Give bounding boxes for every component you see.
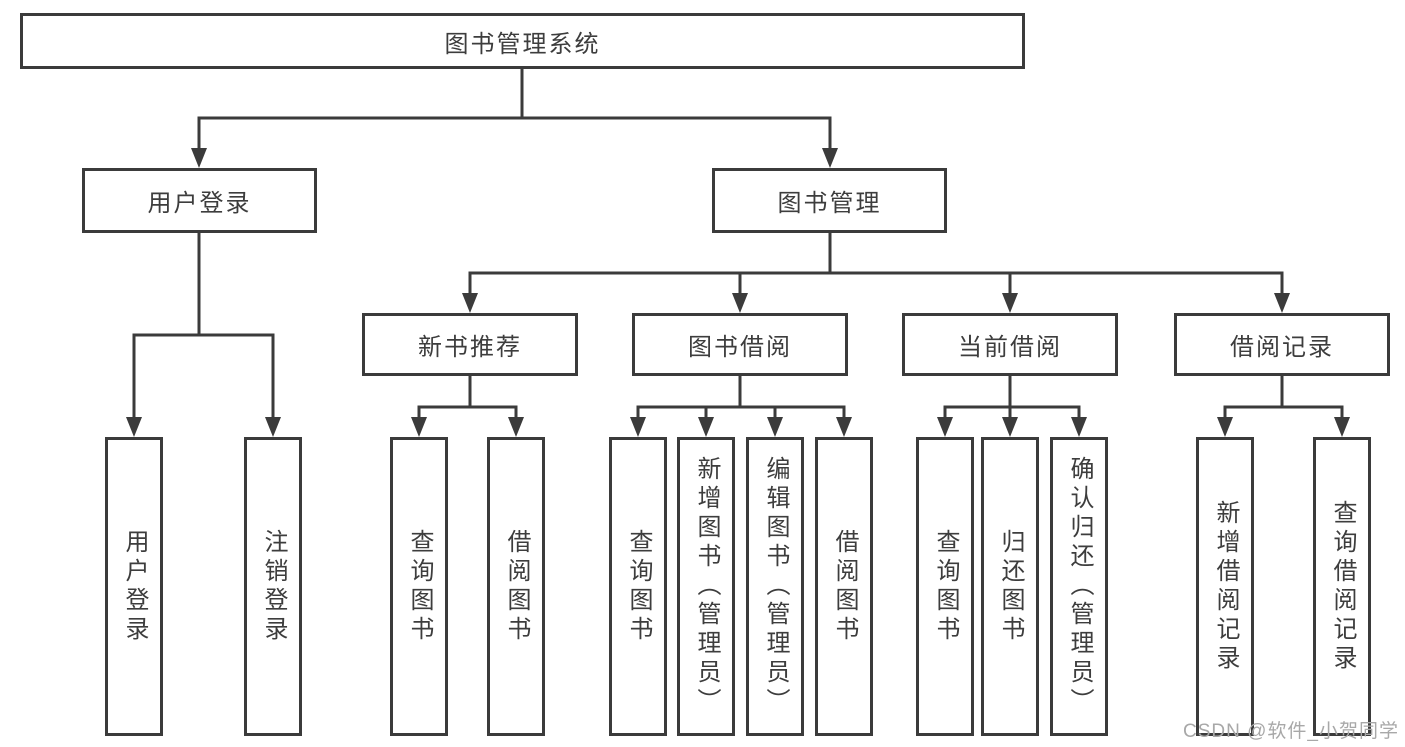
level3-branch-line [468, 271, 1284, 296]
node-label: 图书管理 [777, 190, 882, 217]
leaf-query-books-current: 查询图书 [916, 437, 974, 736]
leaf-label: 确认归还（管理员） [1066, 456, 1093, 717]
node-borrowing-records: 借阅记录 [1174, 313, 1390, 376]
node-label: 图书借阅 [688, 334, 792, 361]
node-label: 图书管理系统 [444, 30, 601, 58]
leaf-borrow-books-newbook: 借阅图书 [487, 437, 545, 736]
node-library-management-system: 图书管理系统 [20, 13, 1025, 69]
user-login-branch-line [132, 333, 275, 422]
current-branch-line [943, 405, 1081, 422]
leaf-label: 用户登录 [121, 528, 148, 645]
leaf-label: 新增借阅记录 [1212, 499, 1239, 674]
leaf-query-books-borrow: 查询图书 [609, 437, 667, 736]
node-new-book-recommendation: 新书推荐 [362, 313, 578, 376]
node-user-login: 用户登录 [82, 168, 317, 233]
leaf-return-books: 归还图书 [981, 437, 1039, 736]
leaf-add-borrowing-record: 新增借阅记录 [1196, 437, 1254, 736]
node-label: 用户登录 [147, 190, 252, 217]
leaf-label: 借阅图书 [831, 528, 858, 645]
leaf-label: 新增图书（管理员） [693, 456, 720, 717]
leaf-label: 查询图书 [406, 528, 433, 645]
node-book-management: 图书管理 [712, 168, 947, 233]
leaf-label: 查询借阅记录 [1329, 499, 1356, 674]
leaf-borrow-books-borrow: 借阅图书 [815, 437, 873, 736]
node-book-borrowing: 图书借阅 [632, 313, 848, 376]
leaf-query-books-newbook: 查询图书 [390, 437, 448, 736]
newbook-branch-line [417, 405, 518, 422]
node-label: 借阅记录 [1230, 334, 1334, 361]
node-label: 新书推荐 [418, 334, 522, 361]
leaf-label: 编辑图书（管理员） [762, 456, 789, 717]
leaf-label: 借阅图书 [503, 528, 530, 645]
records-branch-line [1223, 405, 1344, 422]
leaf-user-login: 用户登录 [105, 437, 163, 736]
node-current-borrowing: 当前借阅 [902, 313, 1118, 376]
borrow-branch-line [636, 405, 846, 422]
leaf-edit-book-admin: 编辑图书（管理员） [746, 437, 804, 736]
leaf-add-book-admin: 新增图书（管理员） [677, 437, 735, 736]
leaf-query-borrowing-record: 查询借阅记录 [1313, 437, 1371, 736]
arrowheads [126, 148, 1350, 437]
leaf-logout: 注销登录 [244, 437, 302, 736]
leaf-label: 查询图书 [625, 528, 652, 645]
leaf-confirm-return-admin: 确认归还（管理员） [1050, 437, 1108, 736]
leaf-label: 查询图书 [932, 528, 959, 645]
node-label: 当前借阅 [958, 334, 1062, 361]
level2-branch-line [197, 116, 832, 152]
csdn-watermark: CSDN @软件_小贺同学 [1183, 721, 1399, 742]
leaf-label: 注销登录 [260, 528, 287, 645]
leaf-label: 归还图书 [997, 528, 1024, 645]
